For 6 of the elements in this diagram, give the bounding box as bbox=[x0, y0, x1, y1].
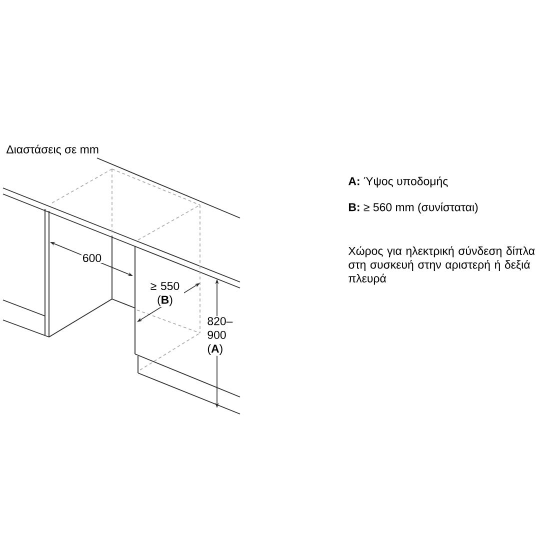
dimension-label: 820– 900 (A) bbox=[206, 316, 238, 356]
dimension-label: ≥ 550 (B) bbox=[146, 280, 184, 308]
legend-text: B: ≥ 560 mm (συνίσταται) bbox=[348, 202, 478, 214]
heading: Διαστάσεις σε mm bbox=[6, 144, 98, 156]
note-text: Χώρος για ηλεκτρική σύνδεση δίπλα στη συσκευή στην αριστερή ή δεξιά πλευρά bbox=[348, 246, 535, 285]
legend-text: A: Ύψος υποδομής bbox=[348, 176, 448, 188]
